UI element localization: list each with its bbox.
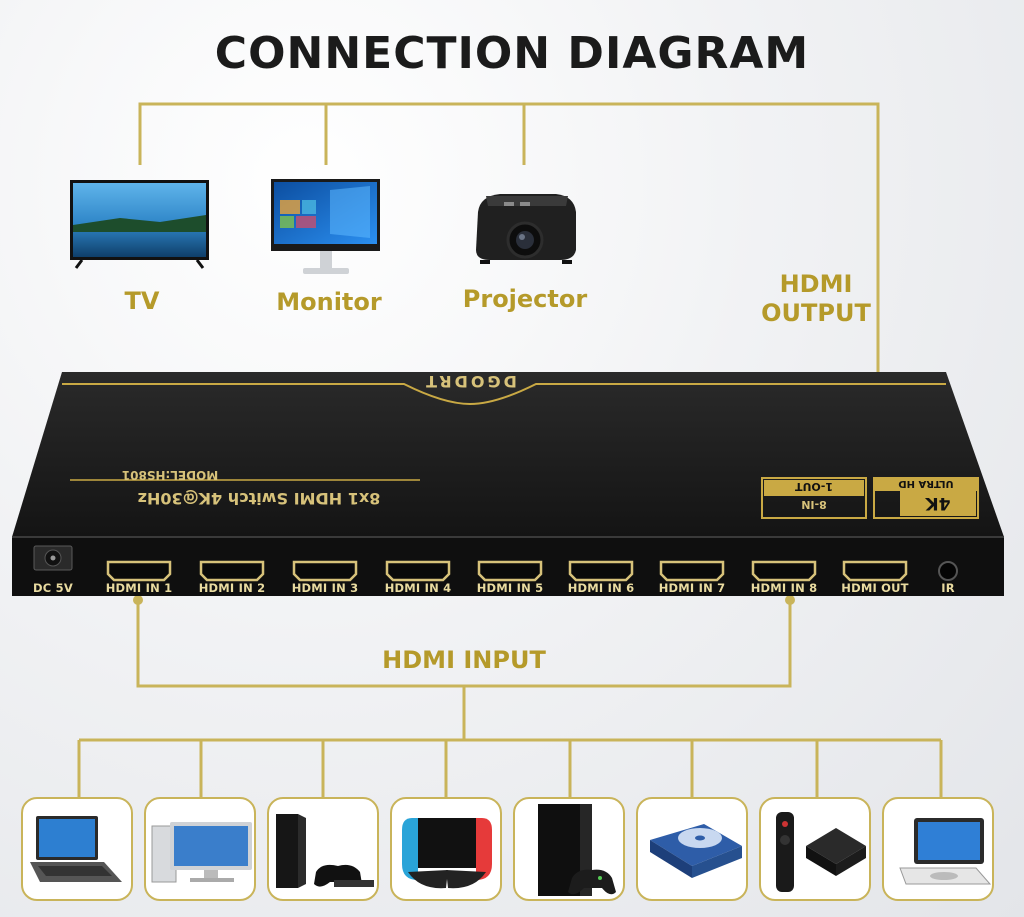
port-label-in5: HDMI IN 5 <box>476 581 544 595</box>
output-bus-line <box>138 102 880 548</box>
device-card-handheld <box>390 797 502 901</box>
device-card-tvbox <box>759 797 871 901</box>
port-label-in7: HDMI IN 7 <box>658 581 726 595</box>
hdmi-output-label: HDMI OUTPUT <box>761 270 871 327</box>
brand-logo: DGODRT <box>423 372 517 391</box>
badge-4k: 4K <box>925 493 951 513</box>
device-card-desktop <box>144 797 256 901</box>
badge-ultra-hd: ULTRA HD <box>898 478 954 489</box>
port-label-dc: DC 5V <box>33 581 73 595</box>
input1-connector-dot <box>133 595 143 605</box>
port-label-in1: HDMI IN 1 <box>105 581 173 595</box>
diagram-title: CONNECTION DIAGRAM <box>214 28 810 79</box>
product-name: 8x1 HDMI Switch 4K@30Hz <box>137 489 381 508</box>
port-label-ir: IR <box>941 581 955 595</box>
badge-8-in: 8-IN <box>801 498 827 511</box>
tv-label: TV <box>124 287 160 315</box>
device-card-portable-dvd <box>882 797 994 901</box>
device-card-dvd <box>636 797 748 901</box>
model-number: MODEL:HS801 <box>121 468 219 482</box>
device-card-xbox <box>513 797 625 901</box>
port-label-in6: HDMI IN 6 <box>567 581 635 595</box>
projector-label: Projector <box>462 285 588 313</box>
output-connector-dot <box>873 543 883 553</box>
port-label-in8: HDMI IN 8 <box>750 581 818 595</box>
device-card-laptop <box>21 797 133 901</box>
hdmi-input-label: HDMI INPUT <box>382 646 546 674</box>
port-label-in3: HDMI IN 3 <box>291 581 359 595</box>
device-card-console <box>267 797 379 901</box>
badge-1-out: 1-OUT <box>795 480 834 493</box>
monitor-label: Monitor <box>276 288 382 316</box>
input8-connector-dot <box>785 595 795 605</box>
port-label-in2: HDMI IN 2 <box>198 581 266 595</box>
port-label-out: HDMI OUT <box>841 581 909 595</box>
port-label-in4: HDMI IN 4 <box>384 581 452 595</box>
